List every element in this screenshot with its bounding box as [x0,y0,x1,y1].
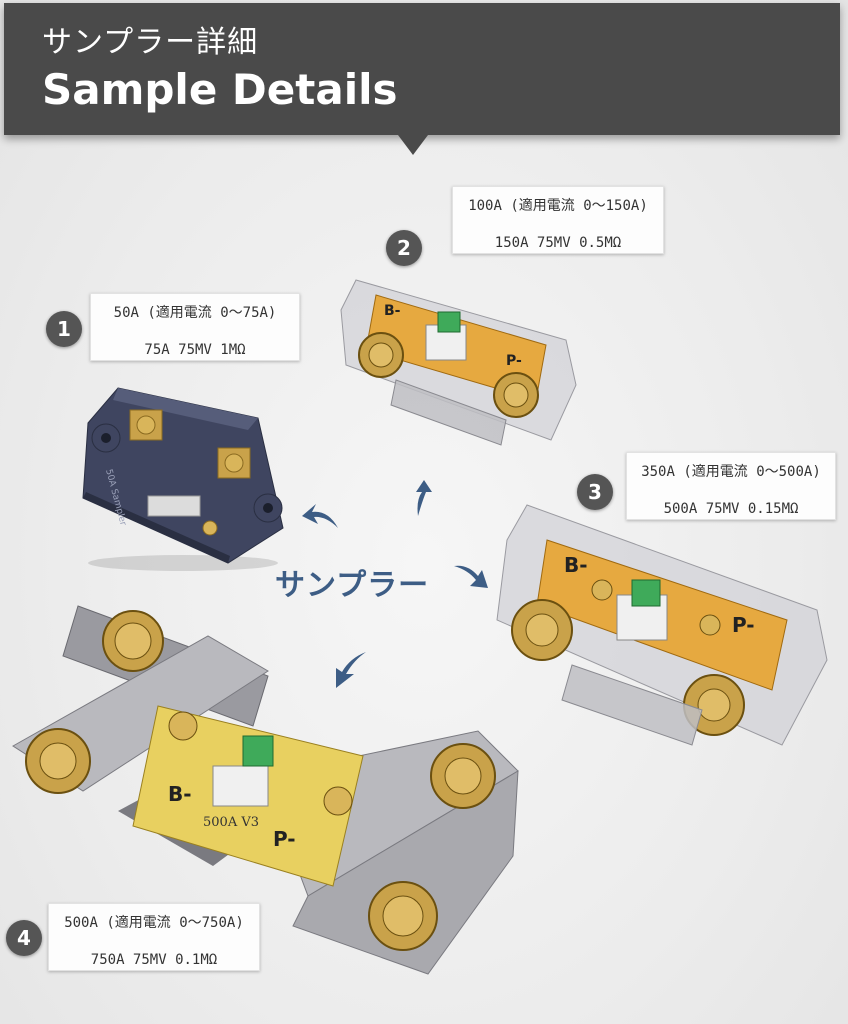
shunt-100a-image: B- P- [340,279,577,446]
terminal-label-positive: P- [273,827,296,851]
sample-badge-3: 3 [577,474,613,510]
shunt-350a-image: B- P- [496,504,828,746]
sample-spec-detail: 750A 75MV 0.1MΩ [90,952,218,968]
sample-badge-2: 2 [386,230,422,266]
sample-spec-box-2: 100A (適用電流 0～150A) 150A 75MV 0.5MΩ [452,186,664,254]
terminal-label-negative: B- [168,782,192,806]
arrow-up-icon [416,480,432,516]
sample-spec-rating: 350A (適用電流 0～500A) [641,464,821,480]
sample-spec-detail: 500A 75MV 0.15MΩ [663,501,799,517]
page-title-en: Sample Details [42,65,398,114]
sample-spec-box-3: 350A (適用電流 0～500A) 500A 75MV 0.15MΩ [626,452,836,520]
shunt-500a-image: B- P- 500A V3 [12,605,519,975]
sample-spec-rating: 100A (適用電流 0～150A) [468,198,648,214]
sample-spec-rating: 500A (適用電流 0～750A) [64,915,244,931]
terminal-label-negative: B- [384,303,401,319]
module-marking: 500A V3 [203,815,259,830]
sample-spec-detail: 75A 75MV 1MΩ [144,342,246,358]
center-label: サンプラー [275,568,430,603]
page-title-jp: サンプラー詳細 [42,25,259,60]
sample-spec-rating: 50A (適用電流 0～75A) [113,305,277,321]
header-pointer [398,135,428,155]
sample-spec-box-1: 50A (適用電流 0～75A) 75A 75MV 1MΩ [90,293,300,361]
sample-badge-4: 4 [6,920,42,956]
sample-spec-detail: 150A 75MV 0.5MΩ [494,235,622,251]
sample-badge-1: 1 [46,311,82,347]
shunt-50a-image: 50A Sampler [82,387,284,571]
terminal-label-negative: B- [564,553,588,577]
sample-spec-box-4: 500A (適用電流 0～750A) 750A 75MV 0.1MΩ [48,903,260,971]
terminal-label-positive: P- [732,613,755,637]
arrow-right-down-icon [454,565,488,588]
header-banner: サンプラー詳細 Sample Details [4,3,840,135]
arrow-left-up-icon [302,504,338,528]
terminal-label-positive: P- [506,353,522,369]
arrow-left-down-icon [336,652,366,688]
